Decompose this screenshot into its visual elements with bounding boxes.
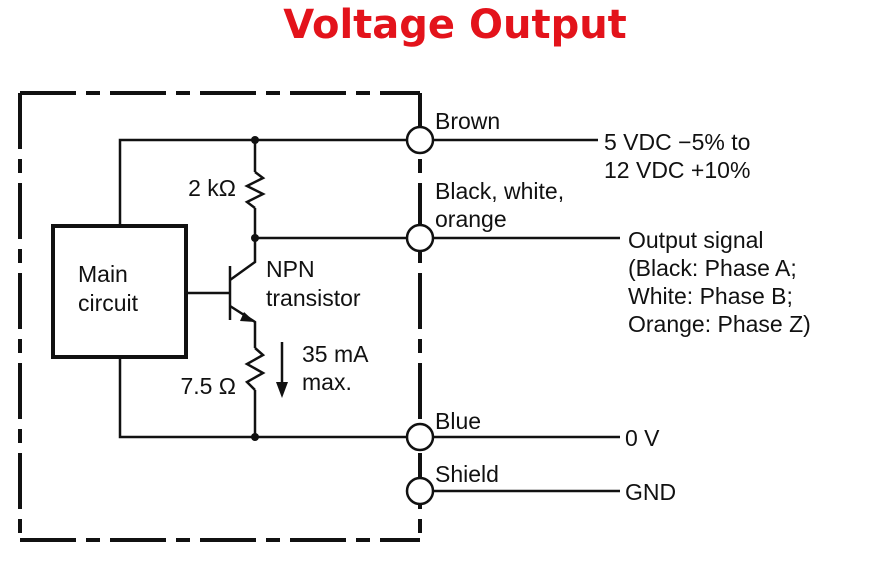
zero-volt-label: 0 V bbox=[625, 425, 660, 451]
terminal-shield bbox=[405, 476, 435, 506]
current-label-line2: max. bbox=[302, 369, 352, 395]
page-title: Voltage Output bbox=[283, 2, 627, 48]
terminal-signal-label-line2: orange bbox=[435, 206, 507, 232]
main-circuit-label-line2: circuit bbox=[78, 290, 139, 316]
terminal-brown-label: Brown bbox=[435, 108, 500, 134]
enclosure-outline bbox=[18, 91, 422, 542]
emitter-resistor-label: 7.5 Ω bbox=[180, 373, 236, 399]
terminal-blue bbox=[405, 422, 435, 452]
output-signal-label-line1: Output signal bbox=[628, 227, 764, 253]
emitter-resistor bbox=[244, 340, 266, 437]
main-circuit-label-line1: Main bbox=[78, 261, 128, 287]
pullup-resistor bbox=[244, 140, 266, 238]
terminal-brown bbox=[405, 125, 435, 155]
terminal-blue-label: Blue bbox=[435, 408, 481, 434]
output-signal-label-line2: (Black: Phase A; bbox=[628, 255, 797, 281]
terminal-shield-label: Shield bbox=[435, 461, 499, 487]
junction-dots bbox=[251, 136, 259, 441]
transistor-label-line2: transistor bbox=[266, 285, 361, 311]
supply-voltage-label-line1: 5 VDC −5% to bbox=[604, 129, 750, 155]
npn-transistor bbox=[228, 238, 257, 340]
output-signal-label-line4: Orange: Phase Z) bbox=[628, 311, 811, 337]
external-leads bbox=[420, 138, 620, 493]
supply-voltage-label-line2: 12 VDC +10% bbox=[604, 157, 750, 183]
output-signal-label-line3: White: Phase B; bbox=[628, 283, 793, 309]
ground-label: GND bbox=[625, 479, 676, 505]
terminal-signal-label-line1: Black, white, bbox=[435, 178, 564, 204]
current-arrow-icon bbox=[276, 342, 288, 398]
pullup-resistor-label: 2 kΩ bbox=[188, 175, 236, 201]
current-label-line1: 35 mA bbox=[302, 341, 369, 367]
internal-wiring bbox=[118, 138, 420, 439]
transistor-label-line1: NPN bbox=[266, 256, 315, 282]
terminal-signal bbox=[405, 223, 435, 253]
